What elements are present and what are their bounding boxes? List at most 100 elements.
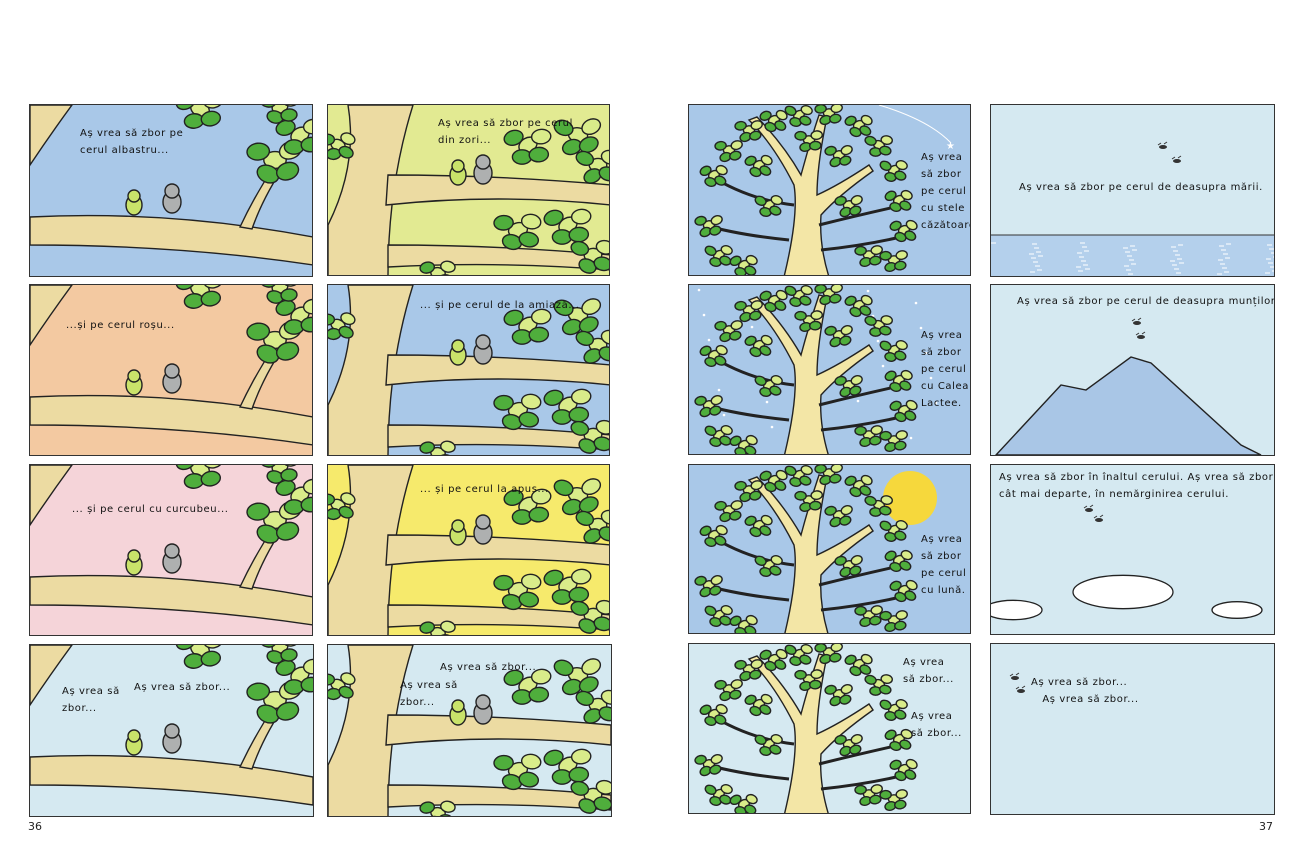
leaf [824, 325, 837, 336]
leaf [720, 425, 733, 436]
leaf [694, 215, 707, 226]
leaf [328, 493, 336, 506]
leaf [714, 535, 727, 546]
star [750, 325, 754, 329]
leaf [844, 654, 857, 665]
leaf [894, 411, 907, 423]
leaf [530, 308, 552, 325]
leaf [810, 130, 823, 141]
flying-character [1157, 141, 1168, 149]
leaf [759, 165, 772, 176]
shooting-star [878, 105, 952, 144]
leaf [300, 136, 312, 153]
leaf [302, 118, 312, 135]
leaf [302, 298, 312, 315]
leaf [794, 490, 807, 501]
leaf [894, 350, 907, 361]
leaf [202, 465, 224, 469]
leaf [774, 300, 787, 311]
leaf [275, 659, 296, 676]
mouse-character [162, 543, 182, 574]
trunk [30, 465, 73, 527]
leaf [715, 344, 728, 356]
mountain [995, 356, 1262, 455]
leaf [889, 400, 902, 411]
leaf [551, 229, 573, 245]
panel-illustration [689, 285, 970, 454]
leaf [854, 245, 867, 256]
leaf [839, 694, 852, 705]
leaf [419, 441, 436, 454]
leaf [275, 119, 296, 136]
leaf [889, 740, 902, 752]
leaf [800, 644, 813, 655]
leaf [283, 499, 305, 515]
leaf [809, 679, 822, 690]
leaf [760, 514, 773, 526]
leaf [302, 658, 313, 675]
star [924, 351, 928, 355]
leaf [200, 470, 222, 487]
leaf [895, 250, 908, 261]
leaf [749, 130, 762, 141]
leaf [553, 299, 574, 317]
leaf [849, 486, 862, 498]
leaf [774, 120, 787, 131]
leaf [749, 166, 762, 178]
leaf [520, 753, 542, 770]
speech-text-mouse: Aș vrea să zbor... [134, 682, 231, 693]
star [914, 301, 918, 305]
caption-text: Aș vrea să zbor în înaltul cerului. Aș v… [999, 472, 1274, 500]
leaf [895, 160, 908, 171]
leaf [520, 213, 542, 230]
leaf [282, 645, 300, 647]
panel-illustration [30, 105, 312, 276]
leaf [745, 614, 758, 626]
leaf [575, 150, 595, 167]
leaf [824, 505, 837, 516]
caption-text: Aș vrea să zbor pe cerul cu stele căzăto… [921, 152, 970, 231]
leaf [770, 195, 783, 206]
leaf [744, 445, 757, 454]
leaf [581, 658, 602, 676]
leaf [800, 105, 813, 116]
leaf [870, 605, 883, 616]
leaf [493, 394, 514, 411]
leaf [704, 605, 717, 617]
leaf [543, 209, 564, 226]
leaf [200, 650, 222, 667]
leaf [884, 550, 897, 562]
leaf [709, 225, 722, 236]
leaf [829, 113, 842, 124]
leaf [754, 734, 767, 746]
leaf [849, 306, 862, 318]
leaf [904, 590, 917, 601]
leaf [744, 155, 757, 166]
leaf [729, 689, 742, 700]
frog-character [125, 729, 143, 756]
leaf [879, 610, 892, 621]
leaf [553, 119, 574, 137]
panel-illustration [689, 465, 970, 633]
leaf [829, 652, 842, 663]
leaf [905, 399, 918, 411]
leaf [860, 653, 873, 665]
leaf [528, 326, 550, 343]
leaf [830, 105, 843, 114]
leaf [730, 320, 743, 331]
mouse-character [473, 514, 493, 545]
leaf [849, 744, 862, 755]
leaf [809, 140, 822, 151]
leaf [859, 664, 872, 675]
leaf [829, 473, 842, 484]
leaf [730, 500, 743, 511]
leaf [575, 330, 595, 347]
page-number-left: 36 [28, 820, 42, 833]
leaf [595, 239, 609, 255]
leaf [745, 254, 758, 266]
leaf [520, 573, 542, 590]
leaf [900, 369, 913, 381]
leaf [745, 434, 758, 446]
caption-text: Aș vrea să zbor... Aș vrea să zbor... [1031, 677, 1139, 705]
leaf [570, 600, 590, 616]
